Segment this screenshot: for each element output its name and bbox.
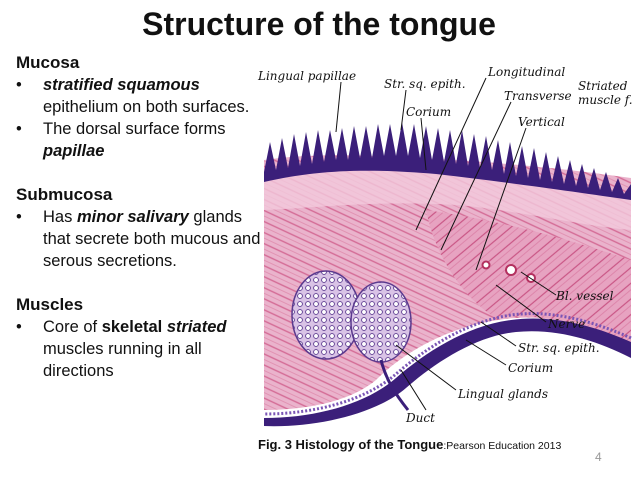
submucosa-b1-pre: Has: [43, 208, 73, 226]
submucosa-bullet-1: • Has minor salivary glands that secrete…: [16, 206, 266, 272]
label-longitudinal: Longitudinal: [487, 65, 565, 79]
label-corium-bottom: Corium: [508, 361, 553, 375]
blood-vessel: [505, 264, 517, 276]
muscles-b1-emphasis: striated: [166, 318, 227, 336]
muscles-bullet-1: • Core of skeletal striated muscles runn…: [16, 316, 266, 382]
blood-vessel: [481, 260, 491, 270]
muscles-heading: Muscles: [16, 295, 84, 314]
muscles-b1-text: muscles running in all directions: [43, 340, 202, 380]
mucosa-b1-emphasis: stratified squamous: [43, 76, 200, 94]
bullet-dot: •: [16, 318, 22, 336]
label-striated-muscle-1: Striated: [578, 79, 628, 93]
mucosa-b2-emphasis: papillae: [43, 142, 105, 160]
mucosa-bullet-2: • The dorsal surface forms papillae: [16, 118, 266, 162]
page-number: 4: [595, 450, 602, 464]
bullet-dot: •: [16, 120, 22, 138]
label-nerve: Nerve: [547, 317, 585, 331]
caption-main: Fig. 3 Histology of the Tongue: [258, 437, 444, 452]
mucosa-bullet-1: • stratified squamous epithelium on both…: [16, 74, 266, 118]
label-lingual-papillae: Lingual papillae: [257, 69, 356, 83]
label-transverse: Transverse: [504, 89, 572, 103]
label-str-sq-epith-bottom: Str. sq. epith.: [518, 341, 600, 355]
muscle-layer: [264, 155, 631, 410]
bullet-dot: •: [16, 208, 22, 226]
submucosa-b1-emphasis: minor salivary: [76, 208, 189, 226]
label-corium-top: Corium: [406, 105, 451, 119]
submucosa-heading: Submucosa: [16, 185, 113, 204]
label-duct: Duct: [405, 411, 435, 425]
label-str-sq-epith-top: Str. sq. epith.: [384, 77, 466, 91]
label-bl-vessel: Bl. vessel: [555, 289, 614, 303]
bullet-dot: •: [16, 76, 22, 94]
corium-layer: [264, 166, 631, 230]
ventral-epithelium-edge: [263, 312, 632, 416]
lingual-gland-1: [291, 270, 361, 360]
ventral-epithelium: [264, 318, 631, 427]
label-striated-muscle-2: muscle f.: [578, 93, 633, 107]
mucosa-b1-text: epithelium on both surfaces.: [43, 98, 250, 116]
tongue-histology-figure: Lingual papillae Str. sq. epith. Corium …: [257, 65, 633, 427]
figure-caption: Fig. 3 Histology of the Tongue:Pearson E…: [258, 437, 561, 452]
label-vertical: Vertical: [518, 115, 565, 129]
mucosa-b2-text: The dorsal surface forms: [43, 120, 226, 138]
gland-duct: [379, 359, 410, 411]
submucosa-b1-text: glands that secrete both mucous and sero…: [43, 208, 261, 270]
caption-source: :Pearson Education 2013: [443, 440, 562, 452]
muscles-b1-strong: skeletal: [101, 318, 163, 336]
muscles-b1-pre: Core of: [43, 318, 98, 336]
mucosa-heading: Mucosa: [16, 53, 80, 72]
slide-title: Structure of the tongue: [142, 6, 496, 42]
label-lingual-glands: Lingual glands: [457, 387, 548, 401]
text-column: Mucosa • stratified squamous epithelium …: [16, 52, 266, 382]
